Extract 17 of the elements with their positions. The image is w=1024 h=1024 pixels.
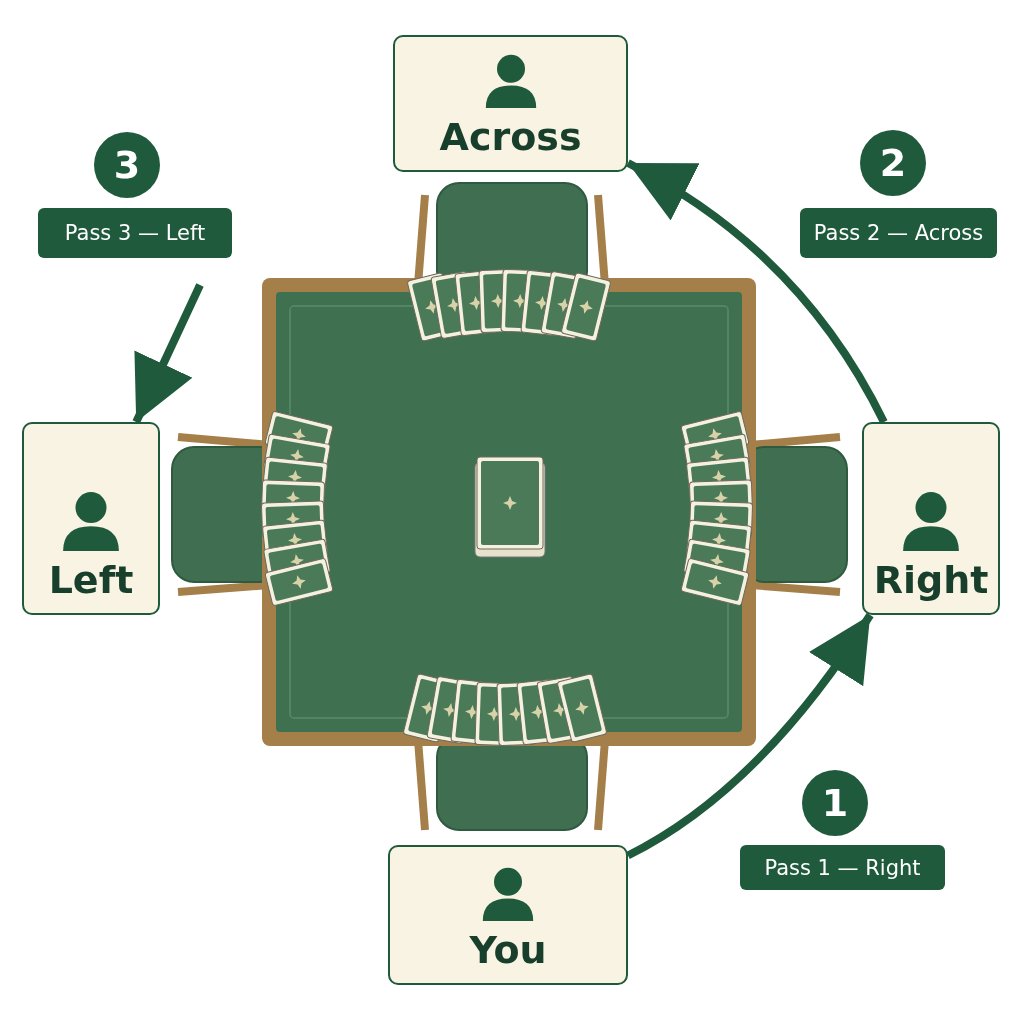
player-name: Across [439,118,582,156]
pass-label: Pass 2 — Across [800,208,997,258]
player-name: Left [48,561,134,599]
player-card [22,422,160,615]
player-name: Right [873,561,989,599]
arrow [626,159,888,424]
step-number: 3 [94,132,160,198]
player-card [388,845,628,985]
player-name: You [469,931,547,969]
step-number: 1 [802,770,868,836]
arrow [132,283,204,424]
player-card [862,422,1000,615]
pass-label: Pass 3 — Left [38,208,232,258]
pass-label: Pass 1 — Right [740,845,945,890]
player-card [393,35,628,172]
arrow [626,612,874,860]
step-number: 2 [860,130,926,196]
